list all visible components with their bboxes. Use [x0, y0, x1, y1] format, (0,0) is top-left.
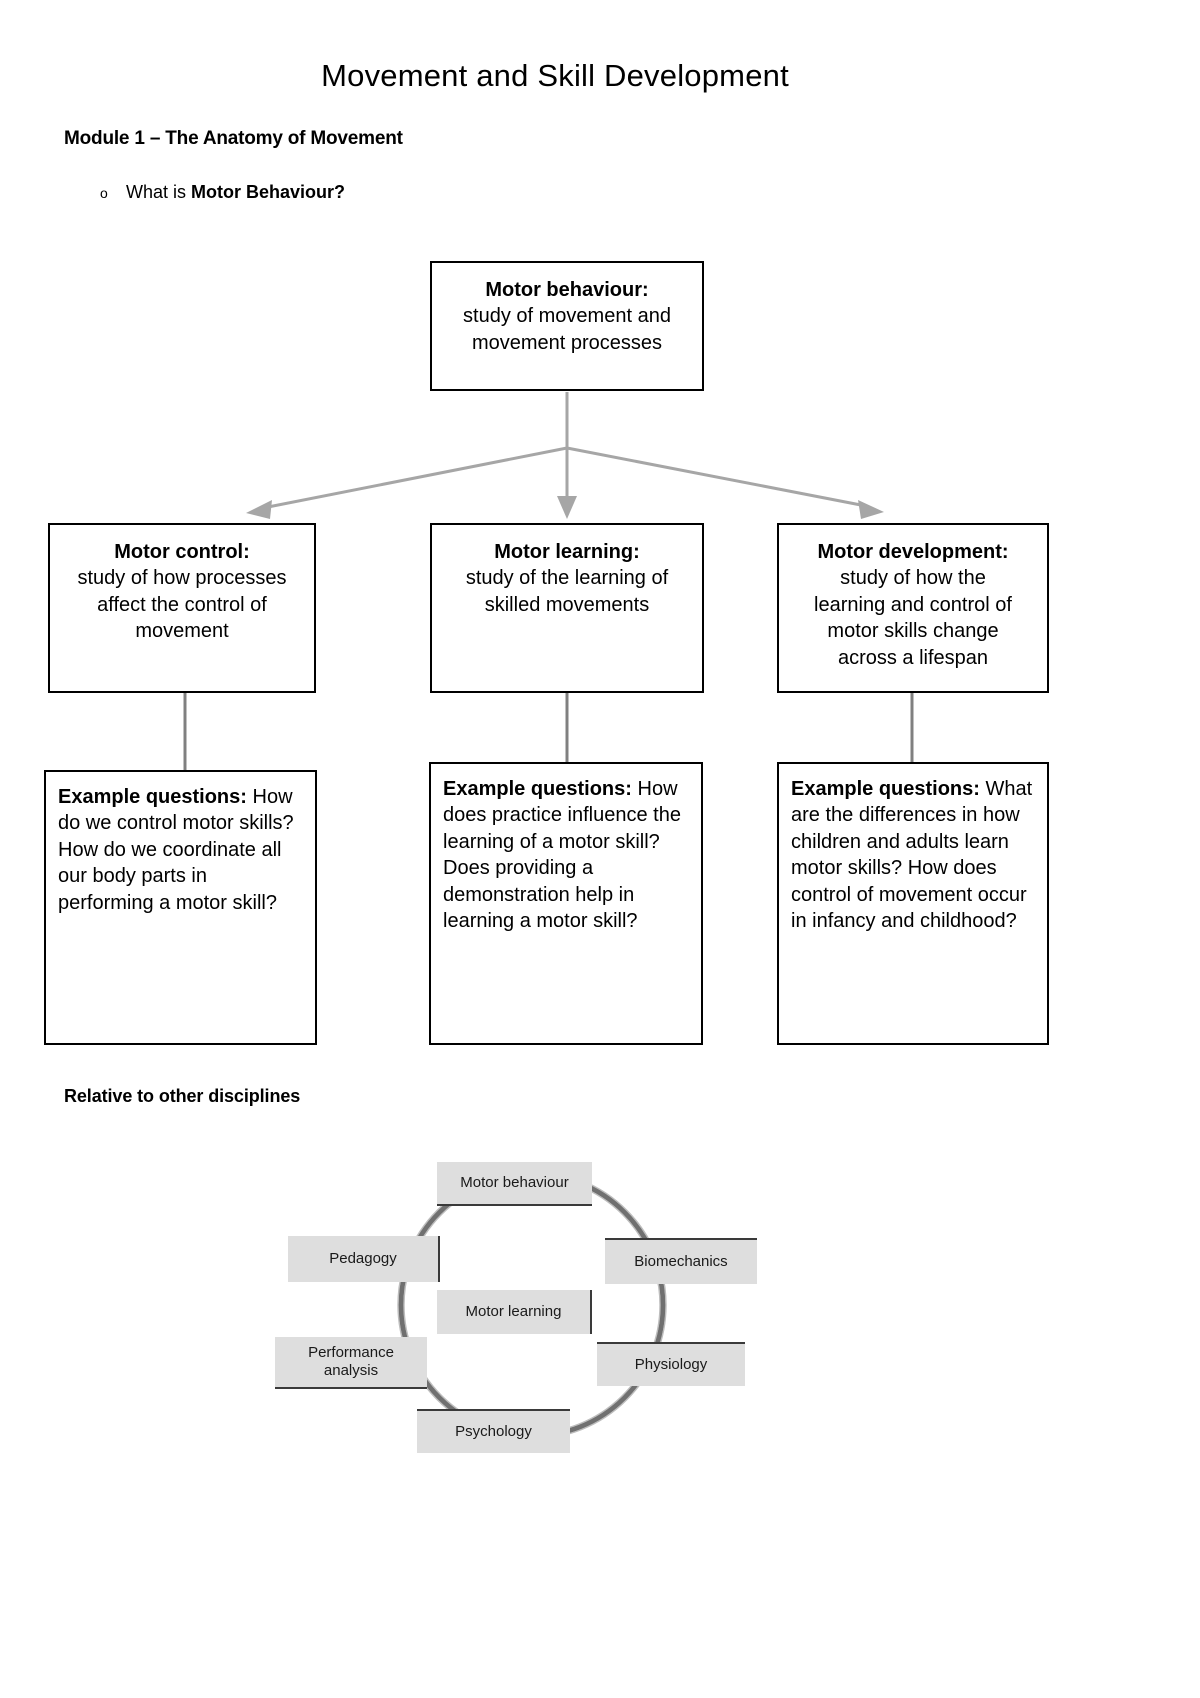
circle-label-pedagogy: Pedagogy — [288, 1236, 440, 1282]
question-line: adults learn motor — [791, 830, 1009, 880]
question-line: How does control of — [791, 857, 997, 906]
flowchart-box-motor-learning: Motor learning: study of the learning of… — [430, 523, 704, 693]
question-line: motor skills? — [182, 812, 294, 835]
circle-label-motor-behaviour: Motor behaviour — [437, 1162, 592, 1206]
box-body-line-2: affect the control of — [97, 593, 267, 616]
question-line: How do we coordinate — [58, 838, 256, 861]
circle-label-text: Motor behaviour — [460, 1174, 569, 1191]
box-title: Motor development: — [817, 541, 1009, 563]
flowchart-box-example-questions-motor-development: Example questions: What are the differen… — [777, 762, 1049, 1045]
question-line: influence the learning of — [443, 804, 681, 853]
box-body-line-3: motor skills change — [827, 620, 999, 643]
circle-label-text: Physiology — [634, 1356, 708, 1373]
questions-title: Example questions: — [443, 778, 632, 800]
box-title: Motor behaviour: — [485, 279, 649, 301]
question-line: demonstration help in — [443, 883, 635, 906]
bullet-marker-icon: o — [100, 185, 108, 201]
section-heading-relative-disciplines: Relative to other disciplines — [64, 1086, 301, 1106]
circle-label-text: Pedagogy — [329, 1250, 397, 1267]
circle-label-text-line1: Performance — [308, 1344, 394, 1361]
question-line: How does practice — [443, 778, 678, 827]
flowchart-box-example-questions-motor-control: Example questions: How do we control mot… — [44, 770, 317, 1045]
circle-label-text: Psychology — [455, 1423, 532, 1440]
box-body-line-2: movement processes — [471, 331, 663, 354]
box-body-line-1: study of how processes — [77, 567, 287, 590]
bullet-item-motor-behaviour: o What is Motor Behaviour? — [100, 182, 345, 203]
flowchart-box-motor-behaviour: Motor behaviour: study of movement and m… — [430, 261, 704, 391]
circle-label-physiology: Physiology — [597, 1342, 745, 1386]
box-body-line-2: learning and control of — [814, 593, 1012, 616]
page-title: Movement and Skill Development — [321, 58, 789, 93]
question-line: in how children and — [791, 804, 1020, 853]
circle-label-motor-learning-center: Motor learning — [437, 1290, 592, 1334]
module-heading: Module 1 – The Anatomy of Movement — [64, 128, 403, 149]
bullet-emphasis: Motor Behaviour? — [191, 182, 346, 202]
flowchart-box-motor-control: Motor control: study of how processes af… — [48, 523, 316, 693]
box-title: Motor control: — [114, 541, 250, 563]
circle-label-text: Motor learning — [465, 1303, 562, 1320]
question-line: a motor skill? — [541, 830, 660, 853]
circle-label-biomechanics: Biomechanics — [605, 1238, 757, 1284]
question-line: performing a motor — [58, 891, 227, 914]
question-line: How do we control — [58, 786, 293, 835]
question-line: all our body parts in — [58, 838, 282, 888]
box-title: Motor learning: — [494, 541, 640, 563]
box-body-line-1: study of the learning of — [465, 567, 669, 590]
box-body-line-1: study of movement and — [463, 305, 671, 328]
box-body-line-1: study of how the — [840, 567, 986, 590]
disciplines-circle-diagram: Motor behaviour Biomechanics Physiology … — [255, 1150, 815, 1470]
questions-title: Example questions: — [791, 778, 980, 800]
question-line: infancy and childhood? — [812, 909, 1017, 932]
circle-label-text-line2: analysis — [323, 1362, 379, 1379]
box-body-line-3: movement — [135, 620, 229, 643]
flowchart-box-motor-development: Motor development: study of how the lear… — [777, 523, 1049, 693]
circle-label-psychology: Psychology — [417, 1409, 570, 1453]
bullet-item-label: What is Motor Behaviour? — [126, 182, 345, 203]
question-line: movement occur in — [791, 883, 1027, 932]
circle-label-text: Biomechanics — [634, 1253, 728, 1270]
circle-label-performance-analysis: Performance analysis — [275, 1337, 427, 1389]
question-line: What are the differences — [791, 778, 1033, 827]
box-body-line-2: skilled movements — [484, 593, 650, 616]
box-body-line-4: across a lifespan — [837, 646, 989, 669]
question-line: skills? — [847, 857, 903, 880]
questions-title: Example questions: — [58, 786, 247, 808]
bullet-prefix: What is — [126, 182, 192, 202]
question-line: skill? — [232, 891, 277, 914]
flowchart-box-example-questions-motor-learning: Example questions: How does practice inf… — [429, 762, 703, 1045]
question-line: learning a motor skill? — [443, 909, 638, 932]
question-line: Does providing a — [443, 857, 594, 880]
